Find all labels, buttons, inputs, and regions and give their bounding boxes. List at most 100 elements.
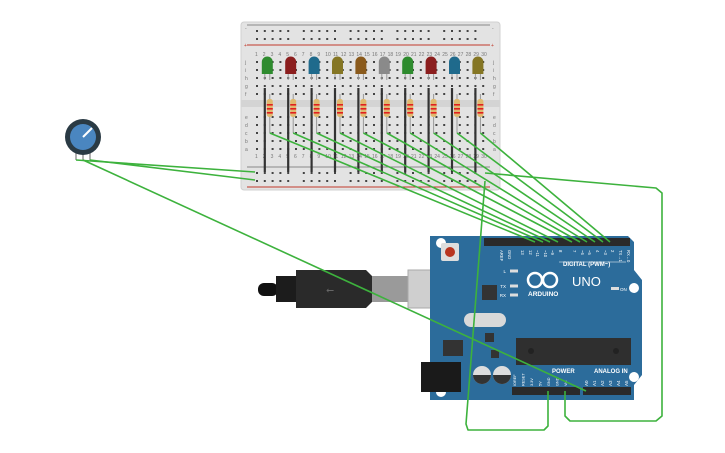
breadboard-hole[interactable] [365,85,368,87]
breadboard-hole[interactable] [419,93,422,95]
breadboard-hole[interactable] [466,124,469,126]
rail-hole[interactable] [279,180,282,182]
breadboard-hole[interactable] [396,124,399,126]
breadboard-hole[interactable] [302,93,305,95]
rail-hole[interactable] [427,38,430,40]
rail-hole[interactable] [373,180,375,182]
breadboard-hole[interactable] [427,85,430,87]
breadboard-hole[interactable] [279,69,282,71]
pot-signal-wire[interactable] [82,159,587,392]
breadboard-hole[interactable] [302,132,305,134]
led[interactable] [472,56,484,80]
breadboard-hole[interactable] [302,124,305,126]
rail-hole[interactable] [373,172,375,174]
reset-button-cap[interactable] [445,247,455,257]
rail-hole[interactable] [349,172,352,174]
breadboard-hole[interactable] [466,132,469,134]
breadboard-hole[interactable] [349,124,352,126]
breadboard-hole[interactable] [318,140,321,142]
breadboard-hole[interactable] [419,132,422,134]
breadboard-hole[interactable] [326,116,329,118]
breadboard-hole[interactable] [412,93,414,95]
breadboard-hole[interactable] [373,69,375,71]
rail-hole[interactable] [474,30,477,32]
breadboard-hole[interactable] [349,116,352,118]
rail-hole[interactable] [443,38,446,40]
breadboard-hole[interactable] [295,132,297,134]
breadboard-hole[interactable] [443,85,446,87]
resistor[interactable] [407,94,414,133]
breadboard-hole[interactable] [412,77,414,79]
power-header[interactable] [512,387,580,395]
rail-hole[interactable] [256,38,258,40]
breadboard-hole[interactable] [279,148,282,150]
pot-power-wire[interactable] [89,159,256,181]
rail-hole[interactable] [287,180,290,182]
breadboard-hole[interactable] [271,140,274,142]
breadboard-hole[interactable] [466,93,469,95]
breadboard-hole[interactable] [419,116,422,118]
led[interactable] [285,56,297,80]
rail-hole[interactable] [412,180,414,182]
breadboard-hole[interactable] [365,77,368,79]
rail-hole[interactable] [287,172,290,174]
breadboard-hole[interactable] [349,61,352,63]
rail-hole[interactable] [326,38,329,40]
breadboard-hole[interactable] [458,132,461,134]
breadboard-hole[interactable] [295,116,297,118]
rail-hole[interactable] [310,38,313,40]
breadboard-hole[interactable] [349,93,352,95]
breadboard-hole[interactable] [341,116,344,118]
breadboard-hole[interactable] [482,132,485,134]
breadboard-hole[interactable] [388,140,391,142]
rail-hole[interactable] [380,180,383,182]
breadboard-hole[interactable] [412,124,414,126]
rail-hole[interactable] [365,30,368,32]
rail-hole[interactable] [318,30,321,32]
breadboard-hole[interactable] [341,85,344,87]
breadboard-hole[interactable] [388,148,391,150]
breadboard-hole[interactable] [318,77,321,79]
rail-hole[interactable] [318,38,321,40]
breadboard-hole[interactable] [279,93,282,95]
rail-hole[interactable] [263,172,266,174]
breadboard-hole[interactable] [365,93,368,95]
rail-hole[interactable] [427,180,430,182]
breadboard-hole[interactable] [256,93,258,95]
led[interactable] [261,56,273,80]
potentiometer[interactable] [65,119,101,160]
breadboard-hole[interactable] [482,85,485,87]
resistor[interactable] [337,94,343,133]
breadboard-hole[interactable] [373,124,375,126]
rail-hole[interactable] [326,180,329,182]
breadboard-hole[interactable] [474,85,477,87]
breadboard-hole[interactable] [349,69,352,71]
rail-hole[interactable] [310,180,313,182]
wires[interactable] [75,132,663,431]
rail-hole[interactable] [396,172,399,174]
breadboard-hole[interactable] [482,77,485,79]
rail-hole[interactable] [263,180,266,182]
breadboard-hole[interactable] [458,116,461,118]
breadboard-hole[interactable] [396,140,399,142]
breadboard-hole[interactable] [256,77,258,79]
breadboard-hole[interactable] [302,140,305,142]
rail-hole[interactable] [451,172,453,174]
breadboard-hole[interactable] [435,132,438,134]
breadboard-hole[interactable] [365,132,368,134]
rail-hole[interactable] [279,38,282,40]
breadboard-hole[interactable] [412,116,414,118]
breadboard-hole[interactable] [482,148,485,150]
breadboard-hole[interactable] [357,85,360,87]
led-signal-wire[interactable] [433,132,596,243]
breadboard-hole[interactable] [256,124,258,126]
breadboard-hole[interactable] [271,116,274,118]
breadboard-hole[interactable] [419,61,422,63]
breadboard-hole[interactable] [396,148,399,150]
breadboard-hole[interactable] [279,140,282,142]
breadboard-hole[interactable] [326,132,329,134]
breadboard-hole[interactable] [435,77,438,79]
led-signal-wire[interactable] [386,132,581,243]
usb-cable[interactable]: ⭠ [258,269,461,309]
rail-hole[interactable] [310,30,313,32]
